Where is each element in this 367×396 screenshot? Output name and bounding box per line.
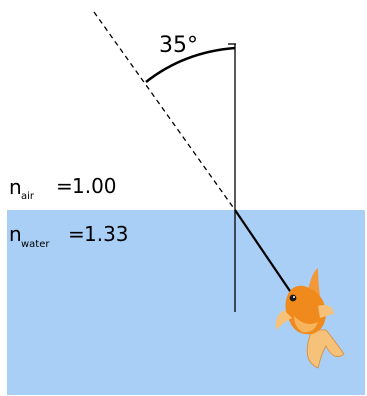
n-air-equation: n air = 1.00 [9, 174, 117, 202]
angle-arc [145, 46, 236, 84]
n-water-value: 1.33 [84, 222, 129, 246]
n-air-subscript: air [21, 191, 35, 202]
angle-label: 35° [159, 33, 198, 58]
refracted-ray [234, 209, 293, 295]
n-water-subscript: water [21, 239, 50, 250]
n-air-equals: = [56, 174, 73, 198]
n-water-equation: n water = 1.33 [9, 222, 129, 250]
n-air-value: 1.00 [72, 174, 117, 198]
n-water-symbol: n [9, 222, 22, 246]
apparent-ray-dashed [93, 11, 236, 211]
n-water-equals: = [68, 222, 85, 246]
n-air-symbol: n [9, 175, 22, 199]
svg-text:n: n [9, 175, 22, 199]
goldfish-icon [275, 268, 345, 369]
